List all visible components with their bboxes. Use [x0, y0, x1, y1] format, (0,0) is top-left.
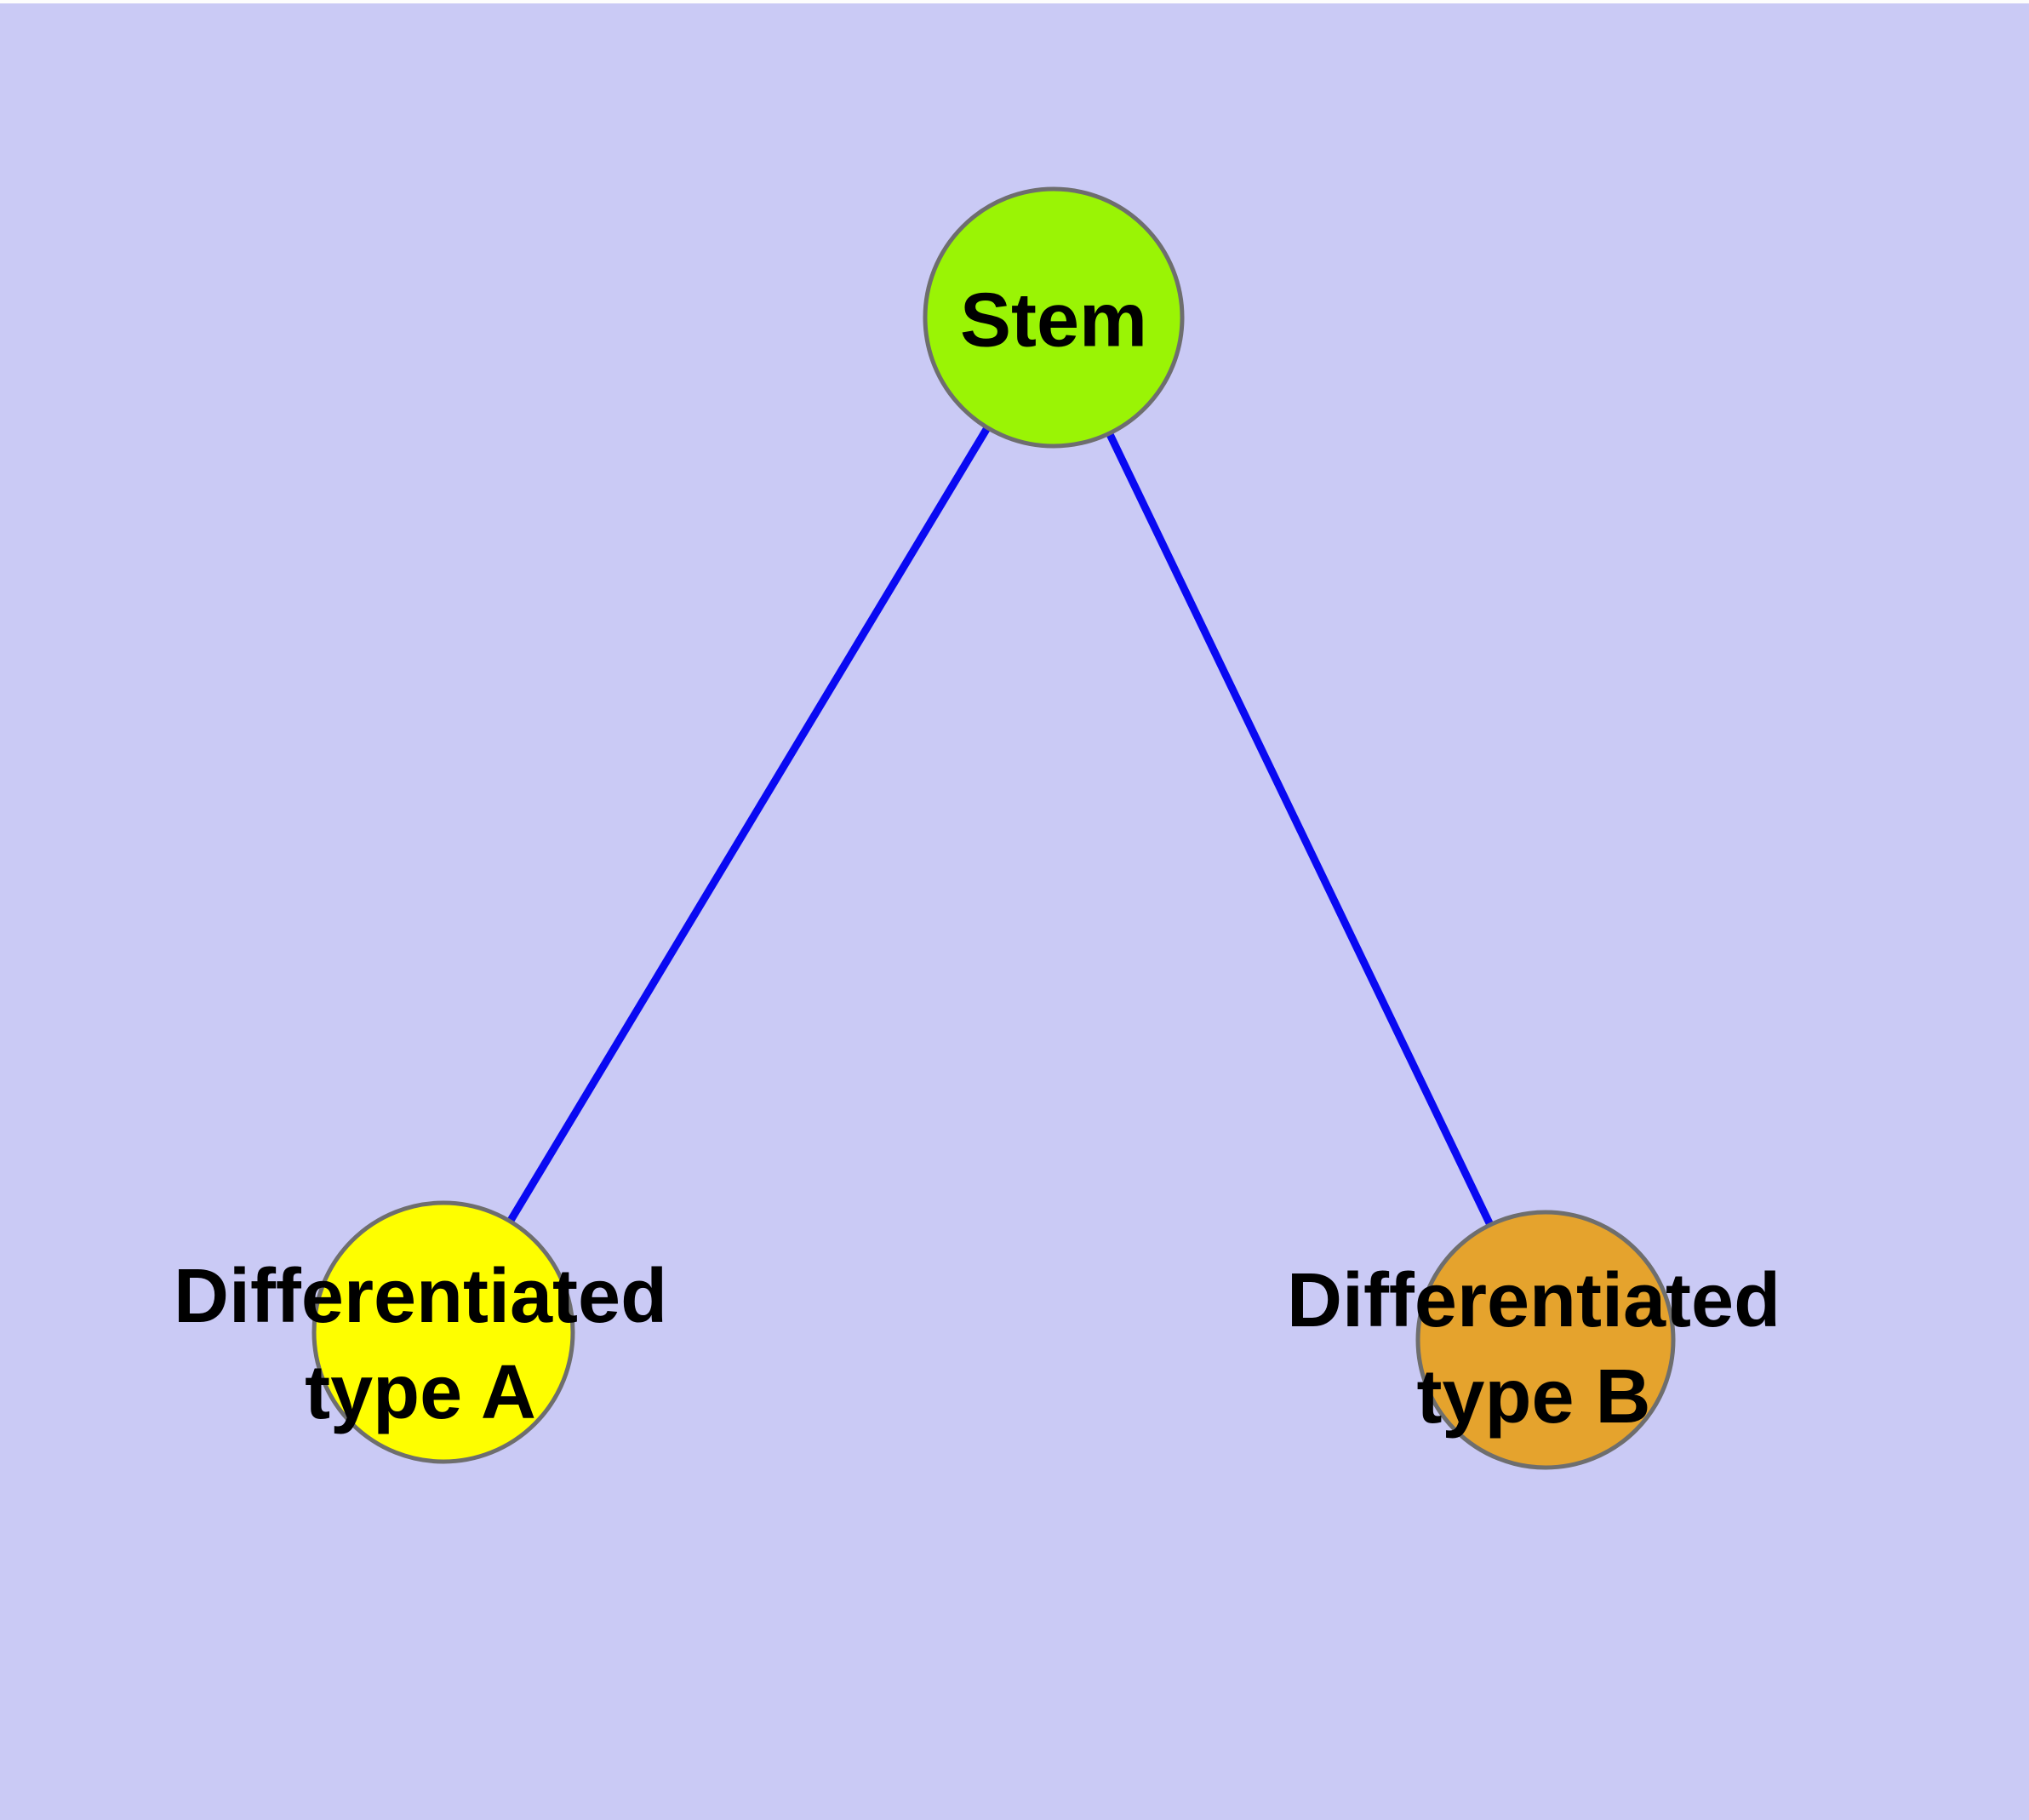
node-type-b-circle [1415, 1210, 1676, 1470]
edge-stem-to-type-b [1049, 316, 1550, 1342]
node-type-a-circle [311, 1200, 575, 1464]
top-edge-strip [0, 0, 2029, 3]
edge-stem-to-type-a [440, 315, 1057, 1335]
node-stem-circle [923, 186, 1185, 449]
